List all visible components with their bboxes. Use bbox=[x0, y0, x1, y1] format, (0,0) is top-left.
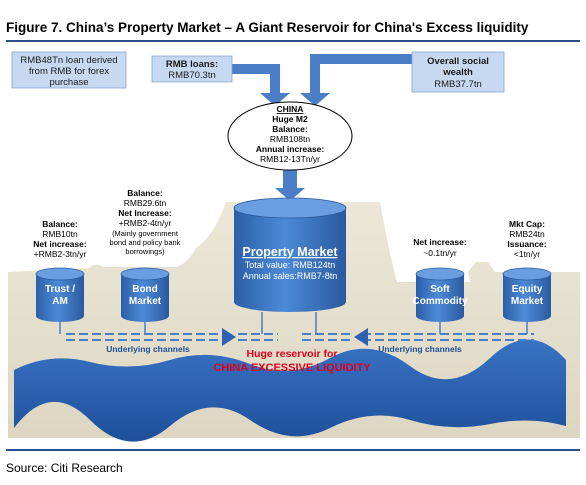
bond-increase-value: +RMB2-4tn/yr bbox=[119, 218, 172, 228]
social-wealth-box bbox=[411, 51, 505, 93]
forex-loan-box bbox=[11, 51, 127, 89]
m2-increase-value: RMB12-13Tn/yr bbox=[260, 154, 320, 164]
figure-source: Source: Citi Research bbox=[6, 461, 123, 475]
reservoir-water bbox=[14, 339, 566, 442]
property-line-1: Total value: RMB124tn bbox=[245, 260, 336, 270]
input-arrows bbox=[228, 54, 418, 201]
loans-line-2: RMB70.3tn bbox=[168, 70, 216, 81]
trust-cylinder bbox=[35, 267, 85, 322]
loans-arrow bbox=[228, 64, 290, 106]
wealth-line-3: RMB37.7tn bbox=[434, 79, 482, 90]
bottom-rule bbox=[6, 449, 580, 451]
equity-cap-label: Mkt Cap: bbox=[509, 219, 545, 229]
bond-balance-value: RMB29.6tn bbox=[124, 198, 167, 208]
trust-label-1: Trust / bbox=[45, 284, 75, 295]
equity-issuance-value: <1tn/yr bbox=[514, 249, 540, 259]
commodity-cylinder bbox=[415, 267, 465, 322]
forex-line-2: from RMB for forex bbox=[29, 66, 109, 77]
bond-note-1: (Mainly government bbox=[112, 229, 179, 238]
trust-increase-value: +RMB2-3tn/yr bbox=[34, 249, 87, 259]
cylinder-connectors bbox=[59, 312, 528, 334]
trust-balance-value: RMB10tn bbox=[42, 229, 78, 239]
equity-cylinder bbox=[502, 267, 552, 322]
loans-line-1: RMB loans: bbox=[166, 59, 218, 70]
m2-increase-label: Annual increase: bbox=[256, 144, 325, 154]
wealth-line-2: wealth bbox=[442, 67, 473, 78]
reservoir-line-1: Huge reservoir for bbox=[246, 348, 337, 360]
bond-balance-label: Balance: bbox=[127, 188, 163, 198]
forex-line-1: RMB48Tn loan derived bbox=[20, 55, 117, 66]
bond-increase-label: Net Increase: bbox=[118, 208, 172, 218]
m2-to-property-arrow bbox=[275, 168, 305, 201]
property-title: Property Market bbox=[242, 245, 338, 259]
bond-label-1: Bond bbox=[132, 284, 158, 295]
trust-label-2: AM bbox=[52, 296, 68, 307]
channel-arrow-right bbox=[222, 328, 236, 346]
property-cylinder bbox=[233, 197, 347, 312]
equity-cap-value: RMB24tn bbox=[509, 229, 545, 239]
wealth-line-1: Overall social bbox=[427, 56, 489, 67]
forex-line-3: purchase bbox=[49, 77, 88, 88]
channel-arrow-left bbox=[354, 328, 368, 346]
equity-label-2: Market bbox=[511, 296, 544, 307]
property-line-2: Annual sales:RMB7-8tn bbox=[243, 271, 338, 281]
trust-balance-label: Balance: bbox=[42, 219, 78, 229]
figure-title: Figure 7. China’s Property Market – A Gi… bbox=[6, 20, 529, 35]
commodity-increase-label: Net increase: bbox=[413, 237, 467, 247]
underlying-channels bbox=[66, 333, 534, 341]
m2-balance-label: Balance: bbox=[272, 124, 308, 134]
commodity-label-2: Commodity bbox=[413, 296, 468, 307]
channel-label-left: Underlying channels bbox=[106, 344, 190, 354]
equity-issuance-label: Issuance: bbox=[507, 239, 546, 249]
m2-balance-value: RMB108tn bbox=[270, 134, 310, 144]
bond-note-2: bond and policy bank bbox=[110, 238, 181, 247]
wealth-arrow bbox=[300, 54, 418, 106]
top-rule bbox=[6, 40, 580, 42]
trust-increase-label: Net increase: bbox=[33, 239, 87, 249]
rmb-loans-box bbox=[151, 55, 233, 83]
bond-cylinder bbox=[120, 267, 170, 322]
m2-country: CHINA bbox=[277, 104, 304, 114]
reservoir-line-2: CHINA EXCESSIVE LIQUIDITY bbox=[213, 362, 371, 374]
china-m2-ellipse bbox=[227, 101, 353, 171]
m2-heading: Huge M2 bbox=[272, 114, 308, 124]
bond-label-2: Market bbox=[129, 296, 162, 307]
channel-label-right: Underlying channels bbox=[378, 344, 462, 354]
bond-note-3: borrowings) bbox=[125, 247, 165, 256]
equity-label-1: Equity bbox=[512, 284, 543, 295]
commodity-label-1: Soft bbox=[430, 284, 450, 295]
commodity-increase-value: ~0.1tn/yr bbox=[423, 248, 456, 258]
